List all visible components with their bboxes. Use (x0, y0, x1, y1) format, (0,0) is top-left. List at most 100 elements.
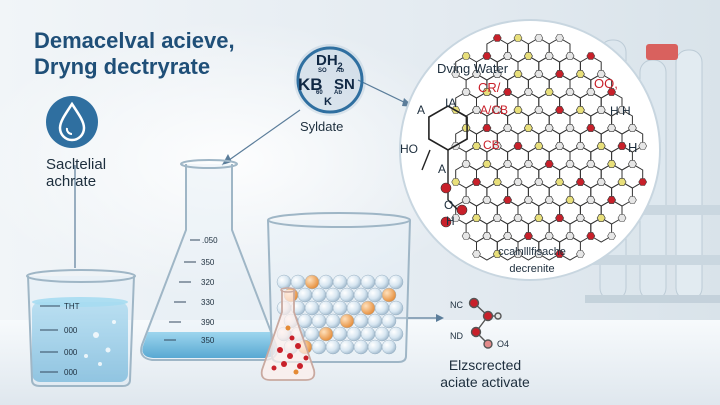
atom (638, 178, 648, 186)
connector-lines (74, 79, 442, 319)
bead (311, 287, 327, 303)
atom (472, 214, 481, 222)
badge-tiny-4: Ab (334, 90, 342, 96)
badge-line-2b: SN (334, 76, 355, 93)
atom (472, 142, 481, 150)
atom (607, 88, 616, 96)
atom (586, 160, 596, 168)
small-molecule (468, 297, 502, 349)
bead (339, 287, 355, 303)
atom (576, 70, 585, 78)
bottom-right-label: Elzscrected aciate activate (420, 357, 550, 391)
beaker-tick-label: 000 (64, 326, 78, 335)
atom (576, 106, 585, 114)
atom (596, 106, 606, 114)
atom (513, 178, 523, 186)
bead (367, 339, 383, 355)
bead (318, 326, 334, 342)
bead (374, 326, 390, 342)
atom (472, 106, 481, 114)
atom (586, 52, 596, 60)
atom (555, 106, 564, 114)
atom (482, 196, 492, 204)
zoom-atom-label: H (628, 140, 638, 155)
bead (360, 326, 376, 342)
bead (297, 313, 313, 329)
flask-tick-label: 350 (201, 336, 215, 345)
atom (555, 34, 564, 42)
atom (503, 124, 512, 132)
oxygen-atom (456, 204, 468, 216)
beaker-tick-label: 000 (64, 348, 78, 357)
atom (628, 196, 637, 204)
bead (332, 300, 348, 316)
title-line-1: Demacelval acieve, (34, 28, 235, 53)
bead (367, 287, 383, 303)
bead (381, 313, 397, 329)
molecular-network (421, 34, 648, 261)
atom (607, 196, 616, 204)
atom (503, 196, 512, 204)
atom (596, 142, 606, 150)
bead (297, 287, 313, 303)
atom (544, 88, 554, 96)
bottom-right-line-1: Elzscrected (448, 357, 522, 373)
atom (461, 52, 471, 60)
zoom-atom-label: OO, (594, 76, 618, 91)
atom (482, 124, 492, 132)
atom (492, 70, 502, 78)
atom (555, 178, 564, 186)
zoom-atom-label: H (446, 214, 455, 228)
flask-tick-label: 330 (201, 298, 215, 307)
atom (513, 70, 523, 78)
bead (304, 326, 320, 342)
atom (555, 214, 564, 222)
zoom-atom-label: H (610, 104, 619, 118)
atom (472, 178, 481, 186)
atom (492, 142, 502, 150)
atom (617, 106, 627, 114)
zoom-atom-label: IA (445, 96, 457, 110)
atom (565, 160, 575, 168)
zoom-circle (399, 19, 661, 281)
bead (374, 300, 390, 316)
atom (503, 160, 512, 168)
bead (311, 313, 327, 329)
bead (339, 313, 355, 329)
atom (534, 142, 544, 150)
bead (353, 339, 369, 355)
atom (482, 232, 492, 240)
atom (461, 196, 471, 204)
bead (360, 274, 376, 290)
beaker-tick-label: THT (64, 302, 80, 311)
atom (534, 178, 544, 186)
bead (388, 326, 404, 342)
atom (492, 34, 502, 42)
bead (346, 326, 362, 342)
atom (565, 52, 575, 60)
zoom-atom-label: A (438, 162, 447, 176)
zoom-header: Dving Water (437, 61, 509, 76)
atom (565, 232, 575, 240)
atom (472, 70, 481, 78)
atom (576, 178, 585, 186)
atom (555, 250, 564, 258)
zoom-atom-label: O (444, 198, 454, 212)
atom (638, 142, 648, 150)
atom (482, 88, 492, 96)
atom (534, 70, 544, 78)
atom (565, 196, 575, 204)
atom (524, 196, 533, 204)
badge-line-3: K (324, 96, 332, 108)
bead (325, 313, 341, 329)
bead (353, 287, 369, 303)
bond (421, 149, 431, 171)
atom (513, 214, 523, 222)
atom (461, 232, 471, 240)
badge-line-2: KB (298, 75, 323, 94)
bottom-right-line-2: aciate activate (440, 374, 530, 390)
bead (388, 274, 404, 290)
atom (617, 214, 627, 222)
zoom-atom-label: A/CB (480, 103, 509, 117)
